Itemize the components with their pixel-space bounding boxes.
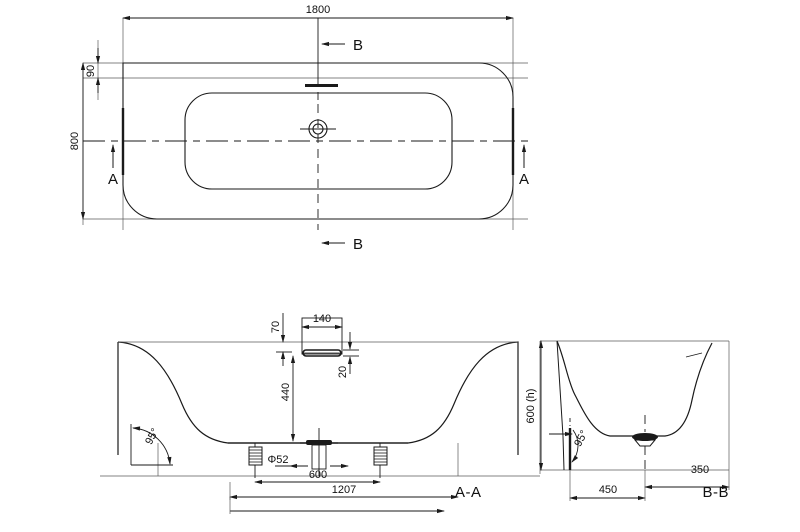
dim-label-350: 350 xyxy=(691,464,709,476)
dimension-overall-length: 1800 xyxy=(122,4,514,21)
dimension-height-600: 600 (h) xyxy=(525,340,544,471)
drain-circle-icon xyxy=(300,119,336,139)
dim-label-800: 800 xyxy=(69,132,81,150)
section-label-b-bottom: B xyxy=(353,236,363,253)
tub-outer-rim xyxy=(122,62,514,220)
section-label-a-left: A xyxy=(108,171,118,188)
dimension-350: 350 xyxy=(644,464,730,490)
dimension-450: 450 xyxy=(569,470,646,501)
dim-label-1800: 1800 xyxy=(306,4,330,16)
view-title-b-b: B-B xyxy=(702,484,729,501)
dim-label-phi52: Φ52 xyxy=(267,454,288,466)
tub-inner-basin xyxy=(184,92,453,190)
dim-label-140: 140 xyxy=(313,313,331,325)
overflow-slot-icon xyxy=(305,84,338,87)
dim-label-1207: 1207 xyxy=(332,484,356,496)
dim-label-20: 20 xyxy=(337,366,349,378)
drain-assembly-front xyxy=(300,428,338,476)
drain-assembly-side xyxy=(632,415,658,470)
section-marker-b-bottom: B xyxy=(321,236,363,253)
section-marker-a-left: A xyxy=(108,144,118,188)
section-marker-a-right: A xyxy=(519,144,529,188)
dimension-overflow-height: 20 xyxy=(337,332,359,378)
dimension-overflow-offset: 70 xyxy=(270,313,292,366)
dim-label-440: 440 xyxy=(280,383,292,401)
tub-foot-left xyxy=(248,443,263,478)
dim-label-600: 600 xyxy=(309,469,327,481)
section-label-a-right: A xyxy=(519,171,529,188)
dimension-span-1207: 1207 xyxy=(229,482,459,500)
dimension-rim-offset: 90 xyxy=(85,48,101,93)
section-cut-lines xyxy=(121,108,515,175)
side-left-wall xyxy=(556,340,565,471)
dim-label-90: 90 xyxy=(85,65,97,77)
tub-foot-right xyxy=(373,443,388,478)
dimension-overall-width: 800 xyxy=(69,62,86,220)
dimension-drain-diameter: Φ52 xyxy=(267,454,349,469)
side-wall-tick xyxy=(685,352,703,358)
section-label-b-top: B xyxy=(353,37,363,54)
plan-view: 1800 800 90 A A B B xyxy=(69,4,529,253)
section-marker-b-top: B xyxy=(321,37,363,54)
side-section-view: 600 (h) 95° 350 450 B-B xyxy=(525,340,730,501)
plan-centre-lines xyxy=(83,18,528,230)
overflow-detail-front xyxy=(301,317,343,357)
dimension-leg-spacing-600: 600 xyxy=(254,469,381,485)
dim-label-70: 70 xyxy=(270,321,282,333)
dimension-depth-440: 440 xyxy=(280,355,296,442)
dimension-overflow-width: 140 xyxy=(301,313,343,330)
view-title-a-a: A-A xyxy=(455,484,482,501)
dim-label-600h: 600 (h) xyxy=(525,389,537,424)
dim-label-450: 450 xyxy=(599,484,617,496)
